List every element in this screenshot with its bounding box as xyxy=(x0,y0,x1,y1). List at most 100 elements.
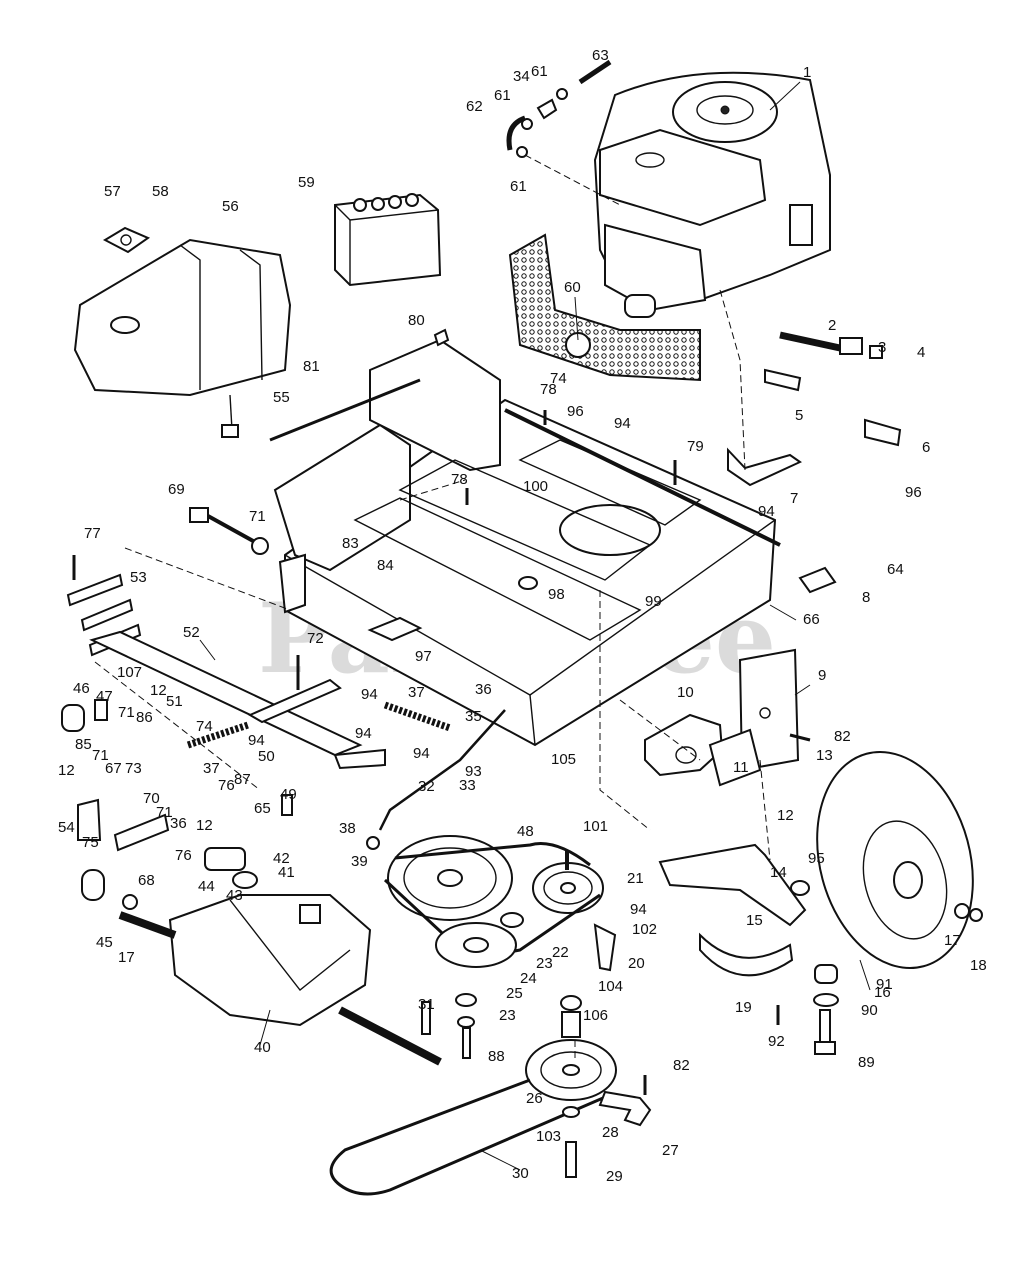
callout-c88: 88 xyxy=(488,1048,505,1065)
callout-c71d: 71 xyxy=(156,804,173,821)
callout-c84: 84 xyxy=(377,557,394,574)
callout-c77: 77 xyxy=(84,525,101,542)
callout-c92: 92 xyxy=(768,1033,785,1050)
callout-c68: 68 xyxy=(138,872,155,889)
left-bracket-assembly xyxy=(61,573,380,910)
callout-c8: 8 xyxy=(862,589,870,606)
callout-c101: 101 xyxy=(583,818,608,835)
callout-c28: 28 xyxy=(602,1124,619,1141)
callout-c94a: 94 xyxy=(614,415,631,432)
callout-c26: 26 xyxy=(526,1090,543,1107)
callout-c98: 98 xyxy=(548,586,565,603)
callout-c19: 19 xyxy=(735,999,752,1016)
callout-c107: 107 xyxy=(117,664,142,681)
pulley-24 xyxy=(435,922,517,968)
callout-c35: 35 xyxy=(465,708,482,725)
callout-c60: 60 xyxy=(564,279,581,296)
callout-c66: 66 xyxy=(803,611,820,628)
callout-c64: 64 xyxy=(887,561,904,578)
callout-c93: 93 xyxy=(465,763,482,780)
callout-c42: 42 xyxy=(273,850,290,867)
callout-c76b: 76 xyxy=(175,847,192,864)
callout-c72: 72 xyxy=(307,630,324,647)
callout-c13: 13 xyxy=(816,747,833,764)
callout-c104: 104 xyxy=(598,978,623,995)
callout-c23b: 23 xyxy=(499,1007,516,1024)
callout-c43: 43 xyxy=(226,887,243,904)
callout-c56: 56 xyxy=(222,198,239,215)
belt-30 xyxy=(329,1078,611,1196)
callout-c37b: 37 xyxy=(203,760,220,777)
callout-c95: 95 xyxy=(808,850,825,867)
callout-c25: 25 xyxy=(506,985,523,1002)
callout-c48: 48 xyxy=(517,823,534,840)
callout-c17a: 17 xyxy=(944,932,961,949)
callout-c80: 80 xyxy=(408,312,425,329)
callout-c105: 105 xyxy=(551,751,576,768)
callout-c86: 86 xyxy=(136,709,153,726)
rear-wheel xyxy=(816,750,983,970)
callout-c81: 81 xyxy=(303,358,320,375)
callout-c83: 83 xyxy=(342,535,359,552)
callout-c52: 52 xyxy=(183,624,200,641)
callout-c12a: 12 xyxy=(777,807,794,824)
callout-c100: 100 xyxy=(523,478,548,495)
callout-c6: 6 xyxy=(922,439,930,456)
callout-c17b: 17 xyxy=(118,949,135,966)
callout-c96a: 96 xyxy=(905,484,922,501)
callout-c58: 58 xyxy=(152,183,169,200)
strap-19 xyxy=(699,932,794,977)
callout-c41: 41 xyxy=(278,864,295,881)
callout-c27: 27 xyxy=(662,1142,679,1159)
callout-c71c: 71 xyxy=(92,747,109,764)
callout-c69: 69 xyxy=(168,481,185,498)
callout-c2: 2 xyxy=(828,317,836,334)
callout-c37a: 37 xyxy=(408,684,425,701)
callout-c36a: 36 xyxy=(475,681,492,698)
callout-c22: 22 xyxy=(552,944,569,961)
callout-c31: 31 xyxy=(418,996,435,1013)
callout-c39: 39 xyxy=(351,853,368,870)
callout-c1: 1 xyxy=(803,64,811,81)
callout-c38: 38 xyxy=(339,820,356,837)
callout-c82a: 82 xyxy=(834,728,851,745)
callout-c65: 65 xyxy=(254,800,271,817)
callout-c20: 20 xyxy=(628,955,645,972)
callout-c94e: 94 xyxy=(413,745,430,762)
callout-c23a: 23 xyxy=(536,955,553,972)
idler-arm-20 xyxy=(593,923,617,972)
callout-c33: 33 xyxy=(459,777,476,794)
spring-37 xyxy=(383,701,452,732)
callout-c36b: 36 xyxy=(170,815,187,832)
callout-c71b: 71 xyxy=(118,704,135,721)
transaxle xyxy=(118,894,442,1066)
axle-parts xyxy=(727,331,902,487)
fuel-line-parts xyxy=(506,59,621,206)
callout-c61c: 61 xyxy=(510,178,527,195)
callout-c102: 102 xyxy=(632,921,657,938)
leader-lines xyxy=(199,81,871,1171)
callout-c14: 14 xyxy=(770,864,787,881)
callout-c99: 99 xyxy=(645,593,662,610)
callout-c63: 63 xyxy=(592,47,609,64)
callout-c78a: 78 xyxy=(540,381,557,398)
callout-c7: 7 xyxy=(790,490,798,507)
callout-c91: 91 xyxy=(876,976,893,993)
callout-c12c: 12 xyxy=(58,762,75,779)
callout-c32: 32 xyxy=(418,778,435,795)
pulley-21 xyxy=(532,862,604,914)
rod-35 xyxy=(378,709,506,831)
callout-c70: 70 xyxy=(143,790,160,807)
callout-c45: 45 xyxy=(96,934,113,951)
chassis-frame xyxy=(273,338,781,747)
callout-c94b: 94 xyxy=(758,503,775,520)
callout-c106: 106 xyxy=(583,1007,608,1024)
callout-c74b: 74 xyxy=(196,718,213,735)
callout-c61a: 61 xyxy=(531,63,548,80)
callout-c71a: 71 xyxy=(249,508,266,525)
callout-c76a: 76 xyxy=(218,777,235,794)
callout-c82b: 82 xyxy=(673,1057,690,1074)
callout-c74a: 74 xyxy=(550,370,567,387)
callout-c34: 34 xyxy=(513,68,530,85)
